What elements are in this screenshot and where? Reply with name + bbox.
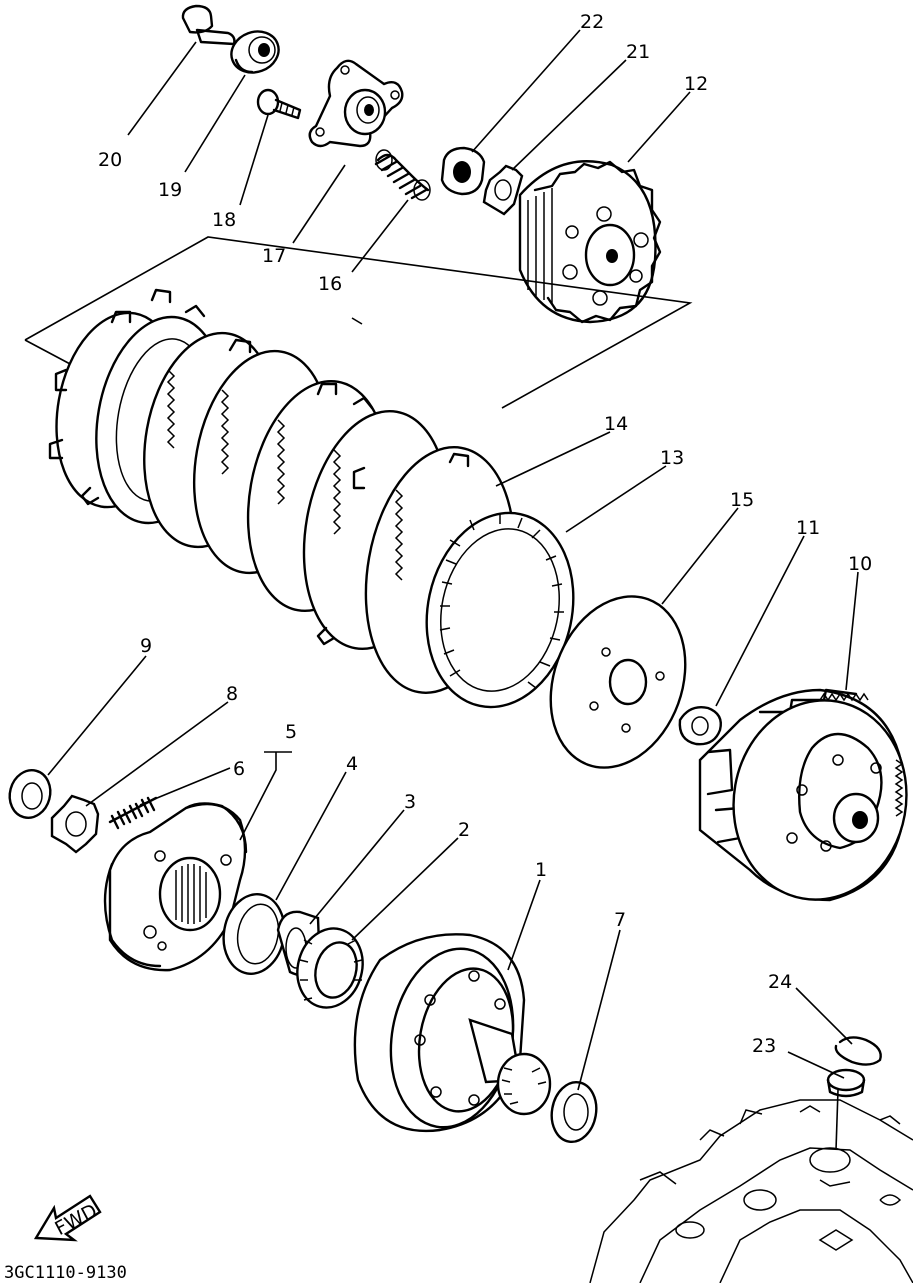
callout-13: 13	[660, 447, 684, 469]
callout-11: 11	[796, 517, 820, 539]
callout-24: 24	[768, 971, 792, 993]
callout-6: 6	[233, 758, 245, 780]
callout-12: 12	[684, 73, 708, 95]
fwd-arrow-icon: FWD	[33, 1194, 102, 1242]
leader-lines	[47, 29, 859, 1151]
callout-1: 1	[535, 859, 547, 881]
callout-14: 14	[604, 413, 628, 435]
callout-15: 15	[730, 489, 754, 511]
callout-7: 7	[614, 909, 626, 931]
callout-17: 17	[262, 245, 286, 267]
part-1-clutch-drum	[353, 933, 552, 1133]
part-7-washer	[550, 1081, 598, 1143]
drawing-code: 3GC1110-9130	[4, 1263, 127, 1283]
part-22-nut	[440, 146, 486, 196]
callout-19: 19	[158, 179, 182, 201]
part-6-spring	[108, 796, 158, 830]
callouts: 1 2 3 4 5 6 7 8 9 10 11 12 13 14 15 16 1…	[98, 11, 872, 1057]
callout-10: 10	[848, 553, 872, 575]
callout-4: 4	[346, 753, 358, 775]
part-15-plate	[549, 595, 687, 769]
callout-16: 16	[318, 273, 342, 295]
part-18-bolt	[256, 88, 302, 120]
plate-stack-bracket	[24, 236, 693, 409]
callout-9: 9	[140, 635, 152, 657]
callout-22: 22	[580, 11, 604, 33]
callout-5: 5	[285, 721, 297, 743]
part-11-circlip	[678, 706, 722, 746]
part-19-bearing	[230, 30, 280, 74]
callout-23: 23	[752, 1035, 776, 1057]
part-17-pressure-plate	[308, 59, 404, 148]
callout-18: 18	[212, 209, 236, 231]
part-16-spring	[374, 149, 431, 201]
callout-8: 8	[226, 683, 238, 705]
callout-21: 21	[626, 41, 650, 63]
part-10-clutch-housing	[698, 688, 908, 902]
part-24-circlip	[834, 1036, 882, 1066]
part-12-clutch-boss	[518, 160, 662, 324]
part-9-washer	[8, 769, 52, 819]
bracket-tick	[351, 317, 363, 325]
part-21-lock-washer	[482, 164, 524, 216]
part-2-one-way-bearing	[296, 927, 364, 1009]
part-8-lock-washer	[50, 794, 100, 854]
crankcase-section	[589, 1099, 913, 1283]
part-5-shoe-assembly	[103, 802, 248, 972]
clutch-plate-stack	[48, 288, 575, 709]
callout-2: 2	[458, 819, 470, 841]
callout-3: 3	[404, 791, 416, 813]
callout-20: 20	[98, 149, 122, 171]
part-20-pin	[181, 4, 236, 46]
part-4-washer	[222, 893, 286, 975]
